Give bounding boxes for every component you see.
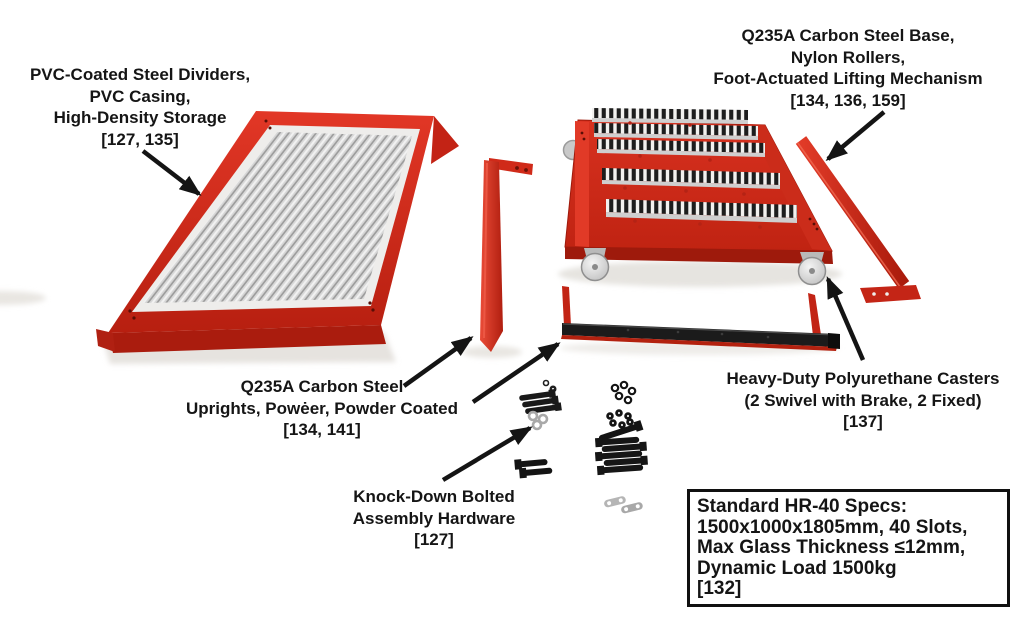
- label-line: PVC-Coated Steel Dividers,: [29, 65, 251, 84]
- annotation-arrows: [141, 110, 886, 482]
- label-line: [127, 135]: [101, 129, 179, 149]
- right-upright-rail: [795, 136, 921, 303]
- spec-line: Max Glass Thickness ≤12mm,: [697, 537, 966, 559]
- spec-line: 1500x1000x1805mm, 40 Slots,: [697, 516, 968, 538]
- arrow-base-icon: [825, 110, 886, 162]
- middle-upright: [480, 158, 533, 352]
- label-line: [137]: [843, 412, 883, 431]
- label-line: Assembly Hardware: [352, 508, 516, 528]
- caster-left: [580, 248, 610, 282]
- assembly-hardware: [514, 379, 648, 514]
- label-line: High-Density Storage: [53, 108, 227, 127]
- arrow-casters-icon: [825, 276, 866, 361]
- label-base: Q235A Carbon Steel Base, Nylon Rollers, …: [696, 25, 1000, 111]
- label-line: [134, 136, 159]: [790, 90, 906, 110]
- arrow-black-rail-icon: [471, 342, 561, 404]
- label-line: Q235A Carbon Steel: [240, 377, 404, 396]
- label-line: Q235A Carbon Steel Base,: [741, 26, 955, 45]
- label-line: [134, 141]: [283, 420, 361, 439]
- arrow-upright-icon: [402, 336, 474, 388]
- label-line: Nylon Rollers,: [790, 47, 906, 67]
- label-line: PVC Casing,: [89, 86, 191, 106]
- black-base-rail: [561, 286, 840, 351]
- label-dividers: PVC-Coated Steel Dividers, PVC Casing, H…: [10, 64, 270, 150]
- label-line: (2 Swivel with Brake, 2 Fixed): [744, 390, 982, 410]
- spec-line: Dynamic Load 1500kg: [697, 557, 897, 579]
- label-casters: Heavy-Duty Polyurethane Casters (2 Swive…: [711, 368, 1015, 433]
- spec-line: Standard HR-40 Specs:: [697, 496, 908, 517]
- label-uprights: Q235A Carbon Steel Uprights, Powėer, Pow…: [172, 376, 472, 441]
- divider-panel: [96, 111, 459, 353]
- arrow-hardware-icon: [441, 426, 533, 482]
- label-line: Uprights, Powėer, Powder Coated: [185, 398, 459, 418]
- roller-trolley-base: [562, 108, 833, 286]
- label-line: Foot-Actuated Lifting Mechanism: [713, 69, 983, 88]
- spec-line: [132]: [697, 578, 742, 600]
- label-line: [127]: [414, 530, 454, 549]
- arrow-dividers-icon: [141, 149, 202, 196]
- spec-box: Standard HR-40 Specs: 1500x1000x1805mm, …: [687, 489, 1010, 607]
- label-hardware: Knock-Down Bolted Assembly Hardware [127…: [334, 486, 534, 551]
- label-line: Knock-Down Bolted: [353, 487, 515, 506]
- label-line: Heavy-Duty Polyurethane Casters: [726, 369, 1000, 388]
- caster-right: [797, 252, 827, 286]
- roller-rows: [592, 108, 797, 229]
